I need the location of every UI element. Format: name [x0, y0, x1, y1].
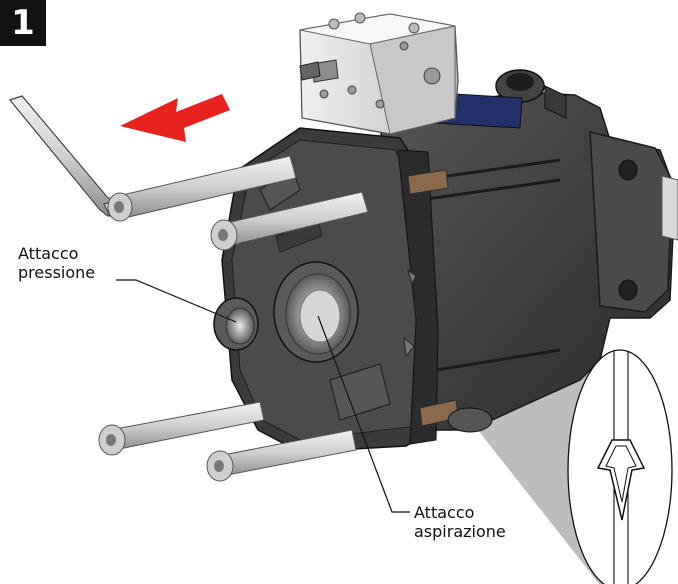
pressure-port-label-line1: Attacco [18, 244, 79, 263]
callout-leaders [116, 279, 410, 513]
suction-port-label-line2: aspirazione [414, 522, 506, 541]
pressure-port-label-line2: pressione [18, 263, 96, 282]
detail-zoom [567, 349, 673, 584]
valve-block [299, 12, 459, 135]
suction-port-label: Attacco aspirazione [414, 503, 506, 541]
pump-body [379, 69, 678, 431]
red-arrow-left-icon [120, 94, 230, 142]
suction-port-label-line1: Attacco [414, 503, 475, 522]
front-cover [213, 127, 439, 453]
step-number-badge: 1 [0, 0, 46, 46]
pressure-port-label: Attacco pressione [18, 244, 95, 282]
bolts [98, 155, 493, 482]
